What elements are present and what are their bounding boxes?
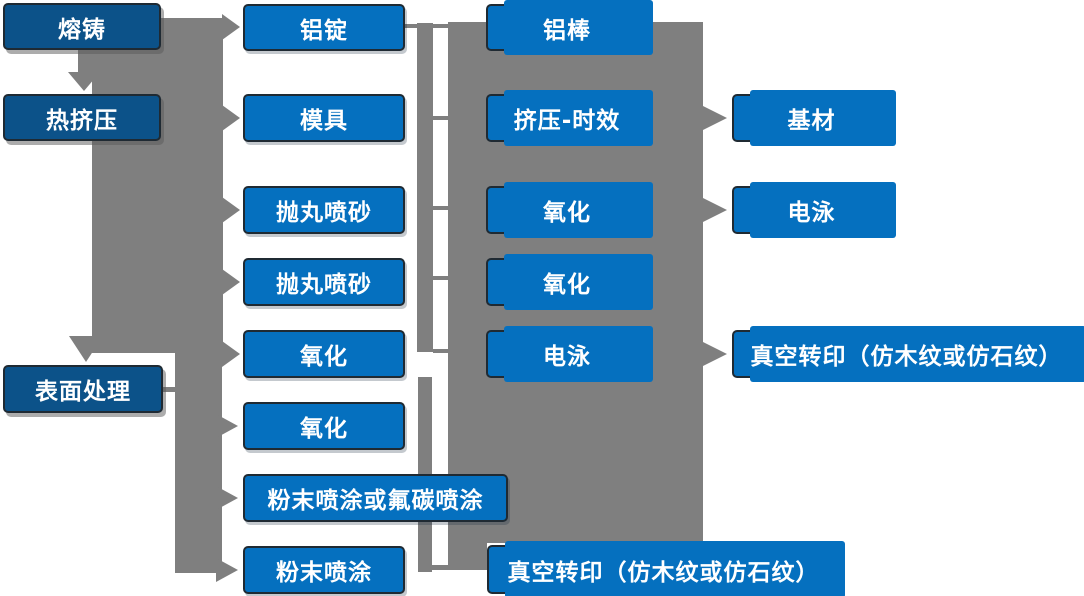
node-melting-casting: 熔铸 bbox=[3, 3, 161, 50]
arrowhead-to-shot-blast-2 bbox=[222, 269, 240, 295]
node-vacuum-transfer-print-bottom: 真空转印（仿木纹或仿石纹） bbox=[487, 541, 845, 596]
arrowhead-to-vacuum-transfer-right bbox=[703, 342, 727, 366]
connector-center-block-foot bbox=[448, 543, 487, 570]
node-oxidation-3: 氧化 bbox=[486, 182, 653, 238]
connector-ingot-stub bbox=[405, 24, 448, 28]
node-oxidation-4: 氧化 bbox=[486, 254, 653, 310]
node-oxidation-2: 氧化 bbox=[243, 402, 405, 450]
arrowhead-to-oxidation-2 bbox=[216, 414, 238, 438]
arrowhead-down-to-surface-treatment bbox=[69, 336, 103, 362]
node-aluminum-rod: 铝棒 bbox=[486, 0, 653, 55]
connector-stub-oxidation-4 bbox=[433, 276, 448, 280]
connector-stub-vacuum-bottom bbox=[432, 565, 448, 570]
arrowhead-to-powder-coating bbox=[216, 558, 238, 582]
arrowhead-to-powder-fluorocarbon bbox=[216, 486, 238, 510]
node-extrusion-aging: 挤压-时效 bbox=[486, 90, 653, 146]
connector-left-trunk bbox=[92, 18, 223, 353]
node-electrophoresis-2: 电泳 bbox=[732, 182, 896, 238]
arrowhead-to-shot-blast-1 bbox=[222, 197, 240, 223]
arrowhead-to-electrophoresis-2 bbox=[703, 198, 727, 222]
node-powder-coating: 粉末喷涂 bbox=[243, 546, 405, 594]
arrowhead-to-mold bbox=[222, 105, 240, 131]
connector-surface-treatment-stub bbox=[161, 387, 177, 392]
connector-stub-extrusion-aging bbox=[433, 116, 448, 120]
connector-stub-electrophoresis bbox=[433, 349, 448, 353]
node-shot-blast-sandblast-2: 抛丸喷砂 bbox=[243, 258, 405, 306]
node-aluminum-ingot: 铝锭 bbox=[243, 4, 405, 51]
connector-lower-trunk bbox=[175, 353, 222, 573]
connector-stub-oxidation-3 bbox=[433, 206, 448, 210]
node-powder-or-fluorocarbon-coating: 粉末喷涂或氟碳喷涂 bbox=[243, 474, 508, 522]
arrowhead-to-base-material bbox=[703, 106, 727, 130]
node-hot-extrusion: 热挤压 bbox=[3, 94, 161, 141]
node-surface-treatment: 表面处理 bbox=[3, 365, 163, 413]
connector-middle-bar-upper bbox=[417, 23, 433, 352]
arrowhead-to-oxidation-1 bbox=[222, 341, 240, 367]
node-base-material: 基材 bbox=[732, 90, 896, 146]
node-shot-blast-sandblast-1: 抛丸喷砂 bbox=[243, 186, 405, 234]
arrowhead-down-to-hot-extrusion bbox=[68, 72, 100, 91]
node-mold: 模具 bbox=[243, 94, 405, 142]
node-electrophoresis-1: 电泳 bbox=[486, 326, 653, 382]
node-vacuum-transfer-print-right: 真空转印（仿木纹或仿石纹） bbox=[732, 326, 1084, 382]
arrowhead-to-aluminum-ingot bbox=[222, 14, 240, 40]
node-oxidation-1: 氧化 bbox=[243, 330, 405, 378]
